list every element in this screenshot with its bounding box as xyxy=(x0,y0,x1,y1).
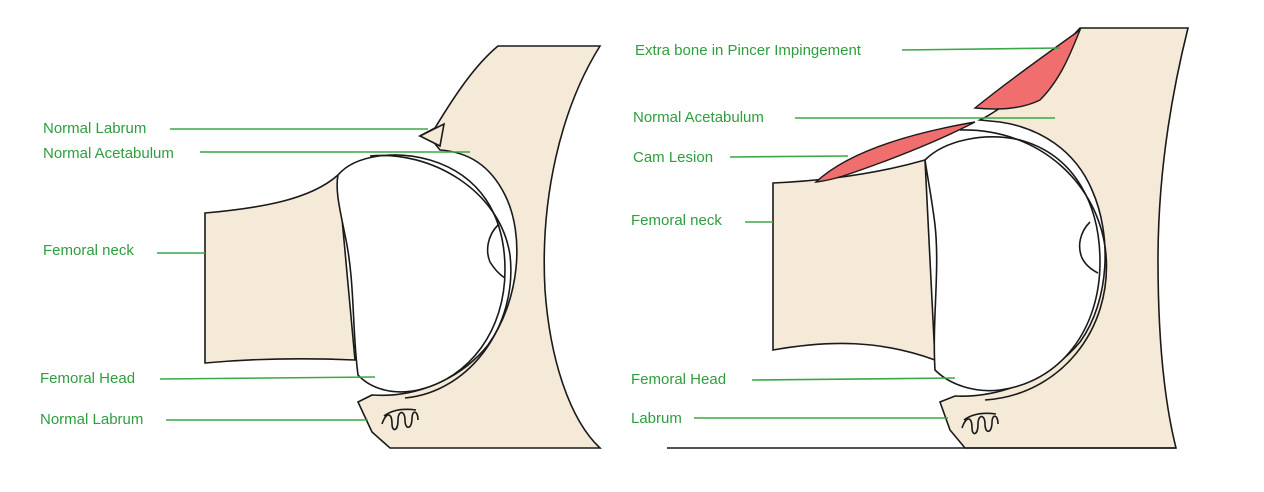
right-pincer-extra-bone[interactable] xyxy=(973,28,1082,110)
right-labrum-ligament xyxy=(961,415,999,435)
left-panel: Normal Labrum Normal Acetabulum Femoral … xyxy=(40,45,603,449)
left-label-femoral-neck: Femoral neck xyxy=(43,242,134,259)
right-label-normal-acetabulum: Normal Acetabulum xyxy=(633,109,764,126)
left-leader-femoral-head xyxy=(159,376,376,380)
left-joint-line xyxy=(369,154,512,399)
right-leader-femoral-head xyxy=(751,377,956,381)
left-labrum-bottom-ligament xyxy=(381,411,419,431)
right-label-femoral-neck: Femoral neck xyxy=(631,212,722,229)
right-fovea xyxy=(1078,221,1099,274)
right-label-labrum: Labrum xyxy=(631,410,682,427)
left-label-normal-labrum-bottom: Normal Labrum xyxy=(40,411,143,428)
right-label-cam-lesion: Cam Lesion xyxy=(633,149,713,166)
left-label-normal-acetabulum: Normal Acetabulum xyxy=(43,145,174,162)
left-label-femoral-head: Femoral Head xyxy=(40,370,135,387)
right-leader-extra-bone xyxy=(901,47,1061,51)
right-label-extra-bone: Extra bone in Pincer Impingement xyxy=(635,42,862,59)
left-fovea xyxy=(486,224,506,279)
right-joint-line xyxy=(959,129,1108,401)
right-leader-cam-lesion xyxy=(729,155,849,158)
right-labrum-strand xyxy=(963,412,997,421)
right-cam-lesion[interactable] xyxy=(813,121,976,183)
left-femoral-neck xyxy=(204,173,356,364)
left-labrum-top xyxy=(418,122,446,148)
left-femoral-head xyxy=(336,154,506,393)
left-label-normal-labrum-top: Normal Labrum xyxy=(43,120,146,137)
right-label-femoral-head: Femoral Head xyxy=(631,371,726,388)
right-panel: Extra bone in Pincer Impingement Normal … xyxy=(631,27,1190,449)
left-labrum-bottom-strand xyxy=(383,408,417,417)
right-femoral-neck xyxy=(772,158,936,362)
